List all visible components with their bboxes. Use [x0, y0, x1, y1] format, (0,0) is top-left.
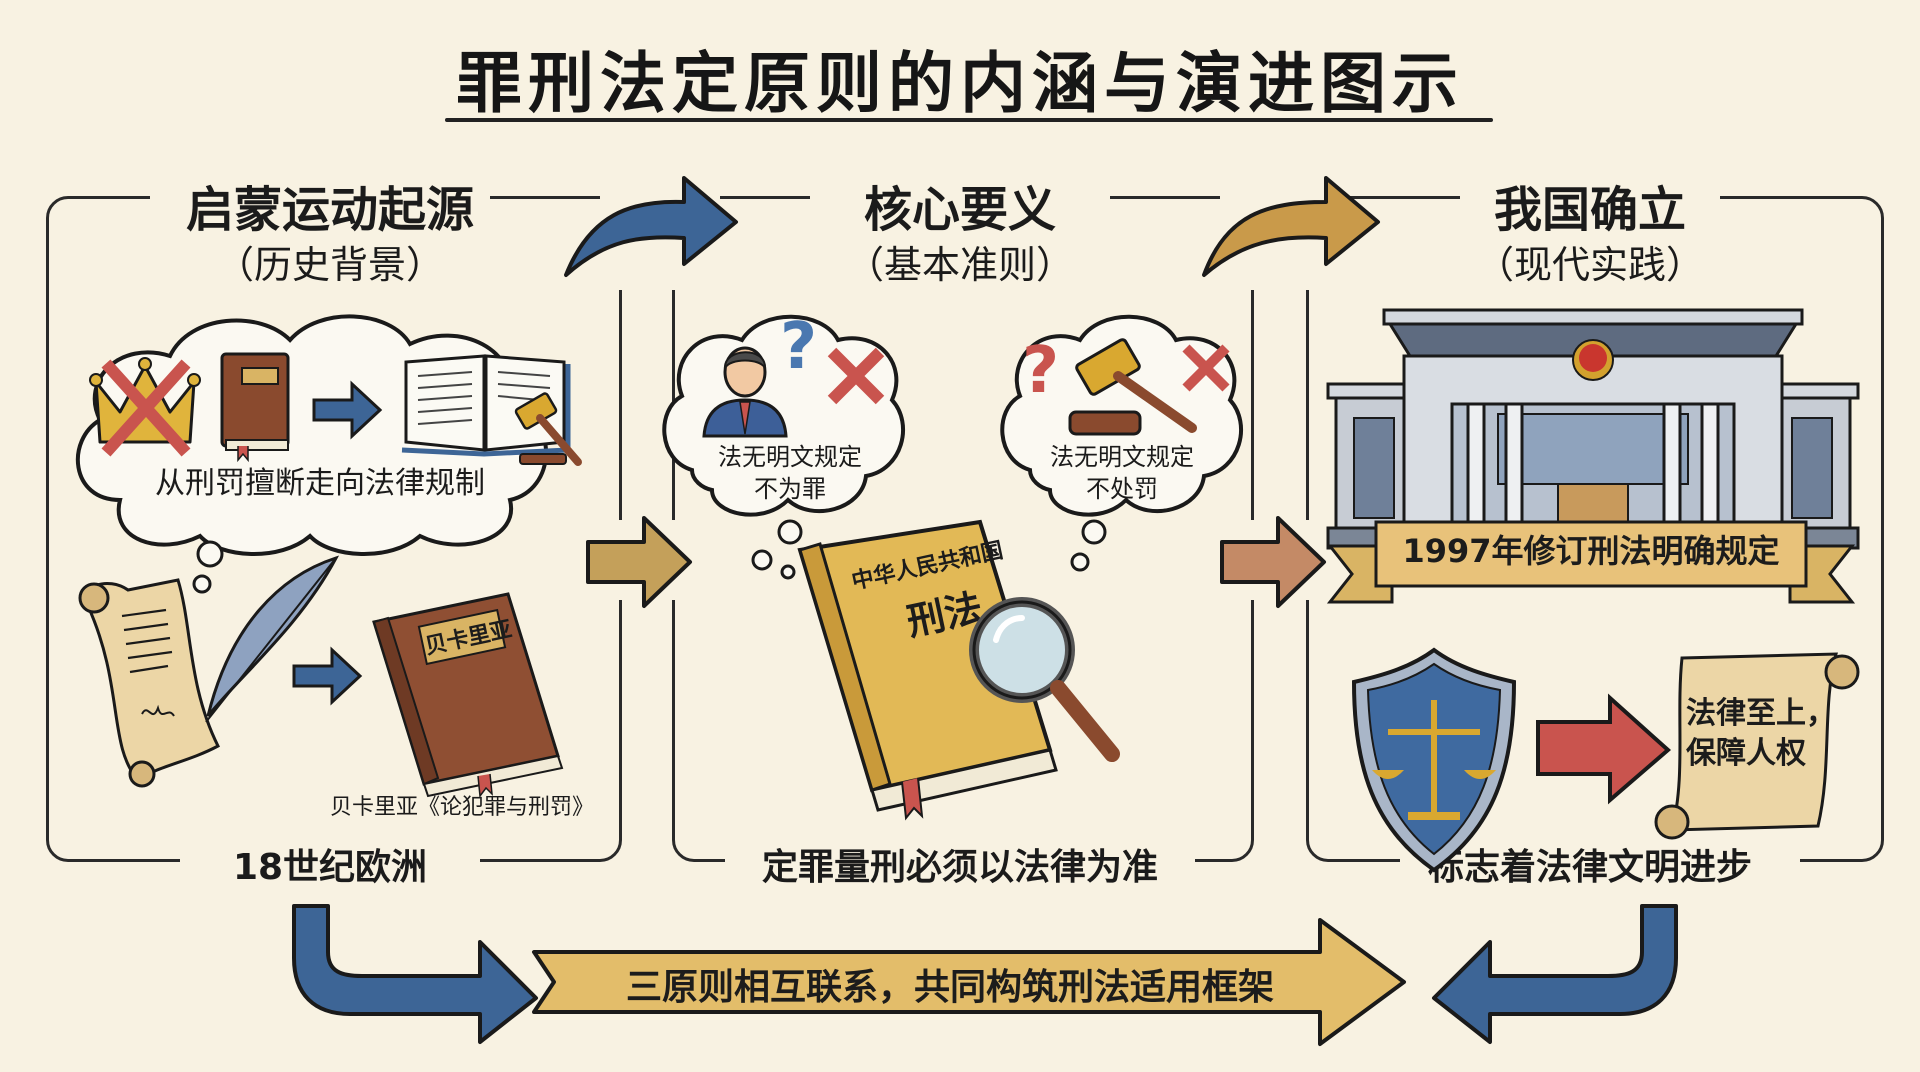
arrow-right-blue-icon [292, 646, 363, 706]
arrow-right-red-icon [1536, 693, 1672, 805]
arrow-right-terracotta-icon [1220, 516, 1326, 608]
question-mark-icon: ? [780, 310, 818, 384]
national-emblem-icon [1572, 339, 1614, 381]
person-icon [702, 346, 788, 438]
arrow-right-gold-icon [586, 516, 692, 608]
red-cross-icon [827, 347, 885, 405]
beccaria-book-caption: 贝卡里亚《论犯罪与刑罚》 [329, 795, 594, 820]
curved-arrow-gold-icon [1202, 176, 1380, 277]
open-law-book-icon [401, 354, 582, 466]
bottom-hook-arrow-right-icon [1432, 904, 1678, 1044]
section-footer-core: 定罪量刑必须以法律为准 [761, 847, 1158, 888]
section-footer-china: 标志着法律文明进步 [1427, 847, 1752, 888]
bottom-banner-text: 三原则相互联系，共同构筑刑法适用框架 [625, 967, 1274, 1008]
banner-1997-text: 1997年修订刑法明确规定 [1402, 532, 1780, 570]
thought-bubble-dots [751, 519, 803, 580]
shield-scales-icon [1351, 647, 1517, 873]
ribbon-banner [1326, 520, 1856, 604]
beccaria-book-icon [372, 592, 564, 798]
bottom-hook-arrow-left-icon [292, 904, 538, 1044]
arrow-right-blue-icon [312, 380, 383, 440]
magnifying-glass-icon [969, 597, 1120, 762]
book-icon [220, 352, 290, 463]
section-subtitle-core: （基本准则） [845, 243, 1074, 287]
section-title-china: 我国确立 [1493, 182, 1686, 238]
scroll-icon [1654, 652, 1860, 840]
crown-crossed-icon [89, 357, 201, 457]
bubble-left-line2: 不为罪 [754, 475, 826, 503]
section-subtitle-china: （现代实践） [1475, 243, 1704, 287]
section-title-core: 核心要义 [863, 182, 1056, 238]
thought-caption-history: 从刑罚擅断走向法律规制 [155, 466, 485, 501]
thought-bubble-dots [1070, 519, 1107, 572]
gavel-icon [514, 392, 582, 466]
scroll-text-line2: 保障人权 [1686, 736, 1806, 771]
criminal-law-book-icon [797, 519, 1058, 821]
scroll-text-line1: 法律至上， [1686, 696, 1836, 731]
gavel-icon [1068, 338, 1197, 436]
section-subtitle-history: （历史背景） [215, 243, 444, 287]
question-mark-icon: ? [1022, 334, 1060, 408]
section-footer-history: 18世纪欧洲 [232, 847, 428, 888]
page-title: 罪刑法定原则的内涵与演进图示 [456, 45, 1464, 122]
bubble-left-line1: 法无明文规定 [718, 443, 862, 471]
courthouse-icon [1326, 308, 1860, 550]
curved-arrow-blue-icon [564, 176, 738, 277]
thought-bubble-dots [192, 540, 224, 594]
title-underline [445, 118, 1493, 122]
bubble-right-line2: 不处罚 [1086, 475, 1158, 503]
scroll-icon [78, 578, 220, 788]
quill-icon [205, 555, 340, 723]
bubble-right-line1: 法无明文规定 [1050, 443, 1194, 471]
section-title-history: 启蒙运动起源 [185, 182, 474, 238]
red-cross-icon [1182, 344, 1230, 392]
bottom-banner-arrow [532, 918, 1406, 1046]
